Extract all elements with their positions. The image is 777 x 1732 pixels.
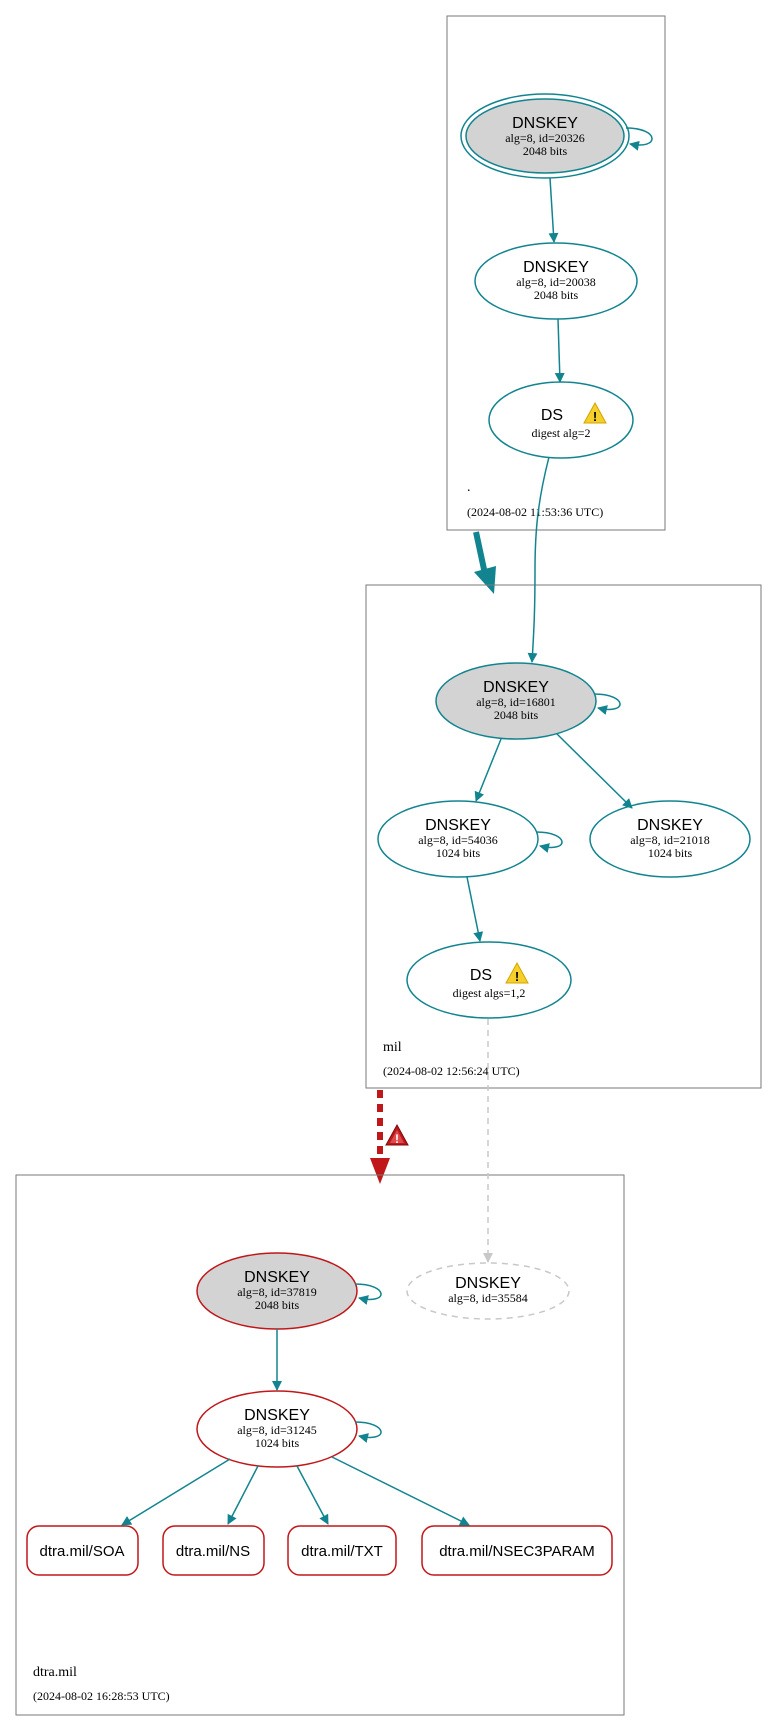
mil-ds-title: DS xyxy=(470,967,492,984)
svg-text:!: ! xyxy=(593,409,597,424)
rrset-nsec3param[interactable]: dtra.mil/NSEC3PARAM xyxy=(421,1525,613,1576)
zone-dtra: DNSKEY alg=8, id=37819 2048 bits DNSKEY … xyxy=(15,1019,625,1716)
edge-zsk-to-ns xyxy=(227,1465,259,1525)
dtra-ksk-title: DNSKEY xyxy=(244,1269,310,1286)
zone-dtra-name: dtra.mil xyxy=(33,1665,77,1680)
dtra-ksk-bits: 2048 bits xyxy=(255,1298,300,1312)
edge-root-ksk-to-zsk xyxy=(548,177,559,243)
dtra-ksk-node[interactable]: DNSKEY alg=8, id=37819 2048 bits xyxy=(196,1252,358,1330)
svg-text:!: ! xyxy=(395,1132,399,1146)
zone-dtra-border xyxy=(15,1174,625,1716)
rrset-ns[interactable]: dtra.mil/NS xyxy=(162,1525,265,1576)
mil-zsk-21018-bits: 1024 bits xyxy=(648,846,693,860)
rrset-soa-label: dtra.mil/SOA xyxy=(39,1543,124,1560)
root-ksk-bits: 2048 bits xyxy=(523,144,568,158)
mil-ds-digest: digest algs=1,2 xyxy=(453,986,526,1000)
mil-ksk-bits: 2048 bits xyxy=(494,708,539,722)
root-ksk-self-loop xyxy=(625,127,653,151)
root-ds-node[interactable]: DS ! digest alg=2 xyxy=(488,381,634,459)
zone-root-timestamp: (2024-08-02 11:53:36 UTC) xyxy=(467,505,603,519)
edge-mil-ksk-to-zsk-54036 xyxy=(474,738,502,802)
dtra-ksk-alg-id: alg=8, id=37819 xyxy=(237,1285,317,1299)
zone-mil-timestamp: (2024-08-02 12:56:24 UTC) xyxy=(383,1064,520,1078)
zone-mil: DNSKEY alg=8, id=16801 2048 bits DNSKEY … xyxy=(365,456,762,1089)
edge-zsk-to-soa xyxy=(121,1458,231,1526)
svg-text:!: ! xyxy=(515,969,519,984)
edge-mil-zsk-to-ds xyxy=(466,876,484,942)
zone-dtra-timestamp: (2024-08-02 16:28:53 UTC) xyxy=(33,1689,170,1703)
rrset-ns-label: dtra.mil/NS xyxy=(176,1543,250,1560)
dtra-zsk-title: DNSKEY xyxy=(244,1407,310,1424)
mil-ksk-title: DNSKEY xyxy=(483,679,549,696)
mil-zsk-54036-self-loop xyxy=(535,831,563,853)
mil-ds-node[interactable]: DS ! digest algs=1,2 xyxy=(406,941,572,1019)
root-ds-title: DS xyxy=(541,407,563,424)
edge-zsk-to-txt xyxy=(296,1465,329,1525)
root-ds-digest: digest alg=2 xyxy=(531,426,590,440)
delegation-root-to-mil xyxy=(473,531,488,575)
zone-mil-border xyxy=(365,584,762,1089)
root-ksk-node[interactable]: DNSKEY alg=8, id=20326 2048 bits xyxy=(460,93,630,179)
dtra-ksk-self-loop xyxy=(354,1283,382,1305)
dtra-zsk-node[interactable]: DNSKEY alg=8, id=31245 1024 bits xyxy=(196,1390,358,1468)
root-ksk-title: DNSKEY xyxy=(512,115,578,132)
dtra-zsk-alg-id: alg=8, id=31245 xyxy=(237,1423,317,1437)
mil-zsk-54036-title: DNSKEY xyxy=(425,817,491,834)
dtra-missing-key-alg-id: alg=8, id=35584 xyxy=(448,1291,528,1305)
mil-ksk-node[interactable]: DNSKEY alg=8, id=16801 2048 bits xyxy=(435,662,597,740)
rrset-soa[interactable]: dtra.mil/SOA xyxy=(26,1525,139,1576)
mil-zsk-54036-alg-id: alg=8, id=54036 xyxy=(418,833,498,847)
mil-ksk-self-loop xyxy=(593,693,621,715)
root-zsk-alg-id: alg=8, id=20038 xyxy=(516,275,596,289)
zone-root-border xyxy=(446,15,666,531)
edge-zsk-to-nsec3param xyxy=(331,1456,470,1526)
rrset-txt[interactable]: dtra.mil/TXT xyxy=(287,1525,397,1576)
mil-zsk-21018-title: DNSKEY xyxy=(637,817,703,834)
error-triangle-icon: ! xyxy=(385,1123,409,1146)
dtra-missing-key-node[interactable]: DNSKEY alg=8, id=35584 xyxy=(406,1262,570,1320)
edge-mil-ksk-to-zsk-21018 xyxy=(556,733,633,809)
edge-root-ds-to-mil-ksk xyxy=(527,456,550,663)
rrset-nsec3param-label: dtra.mil/NSEC3PARAM xyxy=(439,1543,595,1560)
zone-root-name: . xyxy=(467,480,471,495)
mil-ksk-alg-id: alg=8, id=16801 xyxy=(476,695,556,709)
warning-icon: ! xyxy=(583,401,607,424)
dtra-missing-key-title: DNSKEY xyxy=(455,1275,521,1292)
root-zsk-title: DNSKEY xyxy=(523,259,589,276)
dtra-zsk-self-loop xyxy=(354,1421,382,1443)
mil-zsk-21018-node[interactable]: DNSKEY alg=8, id=21018 1024 bits xyxy=(589,800,751,878)
mil-zsk-54036-bits: 1024 bits xyxy=(436,846,481,860)
dtra-zsk-bits: 1024 bits xyxy=(255,1436,300,1450)
delegation-root-to-mil-arrowhead xyxy=(474,566,496,594)
edge-root-zsk-to-ds xyxy=(554,318,565,383)
mil-zsk-21018-alg-id: alg=8, id=21018 xyxy=(630,833,710,847)
zone-mil-name: mil xyxy=(383,1040,402,1055)
mil-zsk-54036-node[interactable]: DNSKEY alg=8, id=54036 1024 bits xyxy=(377,800,539,878)
warning-icon: ! xyxy=(505,961,529,984)
root-zsk-node[interactable]: DNSKEY alg=8, id=20038 2048 bits xyxy=(474,242,638,320)
rrset-txt-label: dtra.mil/TXT xyxy=(301,1543,383,1560)
root-zsk-bits: 2048 bits xyxy=(534,288,579,302)
delegation-mil-to-dtra-arrowhead xyxy=(370,1158,390,1184)
root-ksk-alg-id: alg=8, id=20326 xyxy=(505,131,585,145)
zone-root: DNSKEY alg=8, id=20326 2048 bits DNSKEY … xyxy=(446,15,666,531)
